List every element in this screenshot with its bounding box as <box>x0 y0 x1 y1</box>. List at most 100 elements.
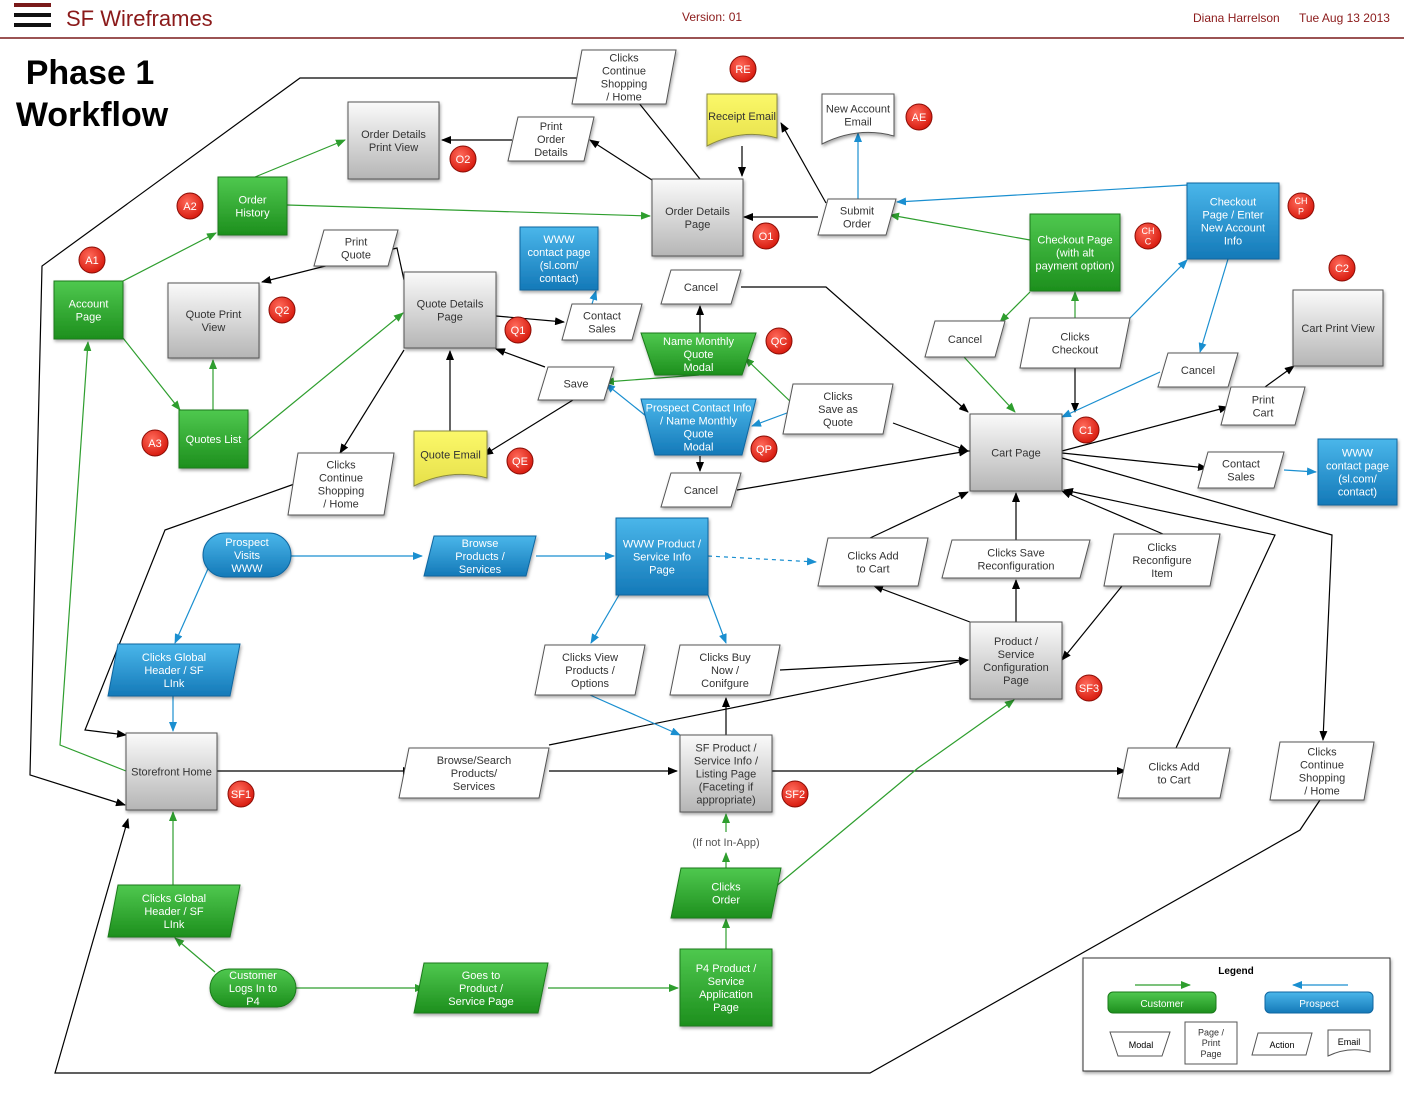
checkout-page-alt-shape <box>1029 213 1121 292</box>
legend-action-shape <box>1251 1032 1313 1056</box>
cancel-bottom-node[interactable]: Cancel <box>660 472 742 508</box>
badge-a3-circle <box>141 429 169 457</box>
badge-re-circle <box>729 55 757 83</box>
cart-page-node[interactable]: Cart Page <box>969 413 1063 492</box>
badge-re-label: RE <box>735 64 750 76</box>
connector-63 <box>589 290 598 305</box>
prospect-contact-modal-shape <box>640 398 757 456</box>
quotes-list-node[interactable]: Quotes List <box>178 409 249 469</box>
www-contact-top-shape <box>519 226 599 291</box>
connector-19 <box>1264 365 1295 388</box>
save-node[interactable]: Save <box>537 366 615 401</box>
connector-29 <box>1063 487 1276 749</box>
connector-75 <box>589 694 681 736</box>
cancel-right-node[interactable]: Cancel <box>1157 352 1239 388</box>
legend-prospect-swatch <box>1264 991 1374 1014</box>
badge-a1: A1 <box>78 246 106 274</box>
connector-50 <box>604 374 700 386</box>
name-monthly-modal-shape <box>640 332 757 376</box>
connector-42 <box>286 204 651 220</box>
cancel-checkout-node[interactable]: Cancel <box>924 320 1006 358</box>
contact-sales-top-shape <box>561 303 643 341</box>
goes-to-product-shape <box>413 962 549 1014</box>
receipt-email-node[interactable]: Receipt Email <box>706 93 778 147</box>
legend-prospect-label: Prospect <box>1299 999 1339 1010</box>
storefront-home-label: Storefront Home <box>131 766 212 778</box>
menu-icon[interactable] <box>14 3 51 27</box>
badge-o2-label: O2 <box>456 154 471 166</box>
badge-sf3-label: SF3 <box>1079 683 1099 695</box>
sf-product-listing-node[interactable]: SF Product /Service Info /Listing Page(F… <box>679 734 773 813</box>
product-config-page-shape <box>969 621 1063 700</box>
badge-sf2: SF2 <box>781 780 809 808</box>
connector-67 <box>1283 467 1317 476</box>
cancel-bottom-label: Cancel <box>684 485 718 497</box>
account-page-shape <box>53 280 124 340</box>
quote-email-node[interactable]: Quote Email <box>413 430 488 487</box>
cart-print-view-node[interactable]: Cart Print View <box>1292 289 1384 367</box>
connector-60 <box>773 699 1015 889</box>
legend-modal-label: Modal <box>1129 1040 1154 1050</box>
print-order-details-shape <box>507 116 595 162</box>
badge-sf2-label: SF2 <box>785 789 805 801</box>
cancel-top-node[interactable]: Cancel <box>660 269 742 305</box>
customer-logs-in-shape <box>209 968 297 1008</box>
storefront-home-node[interactable]: Storefront Home <box>125 732 218 811</box>
clicks-add-cart-bottom-shape <box>1117 747 1231 799</box>
badge-o2: O2 <box>449 145 477 173</box>
badge-o1-circle <box>752 222 780 250</box>
